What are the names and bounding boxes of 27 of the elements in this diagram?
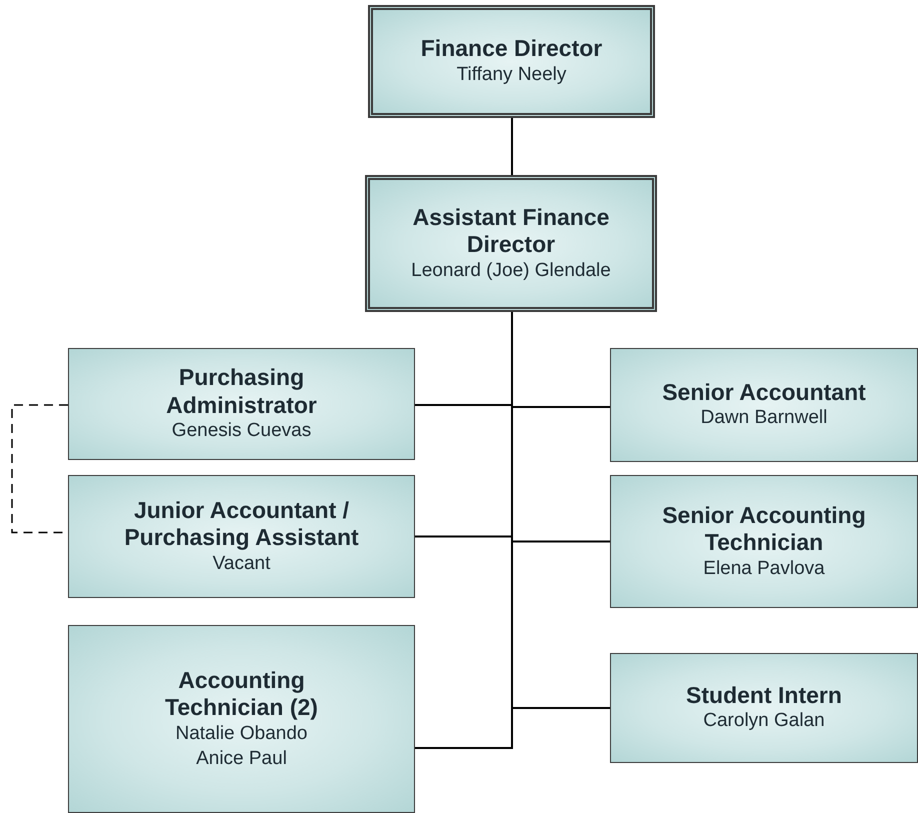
dashed-connector [11, 404, 68, 534]
job-title: Accounting Technician (2) [164, 666, 319, 722]
position-box [68, 625, 415, 813]
position-box [610, 348, 918, 462]
person-name: Anice Paul [196, 746, 287, 771]
position-box [368, 5, 655, 118]
job-title: Student Intern [686, 682, 842, 710]
person-name: Carolyn Galan [703, 709, 825, 734]
job-title: Purchasing Administrator [165, 364, 318, 420]
position-box [68, 348, 415, 460]
position-box [610, 653, 918, 763]
person-name: Vacant [212, 552, 270, 576]
position-box [610, 475, 918, 608]
person-name: Elena Pavlova [703, 556, 825, 581]
job-title: Junior Accountant / Purchasing Assistant [123, 496, 360, 552]
person-name: Dawn Barnwell [700, 406, 828, 430]
job-title: Senior Accounting Technician [661, 502, 867, 557]
job-title: Assistant Finance Director [412, 204, 610, 259]
connector-line [511, 118, 513, 175]
job-title: Finance Director [420, 35, 602, 63]
person-name: Natalie Obando [175, 722, 308, 746]
person-name: Genesis Cuevas [172, 419, 312, 444]
person-name: Tiffany Neely [456, 62, 566, 87]
job-title: Senior Accountant [662, 378, 866, 406]
person-name: Leonard (Joe) Glendale [411, 258, 611, 283]
position-box [365, 175, 657, 312]
position-box [68, 475, 415, 598]
